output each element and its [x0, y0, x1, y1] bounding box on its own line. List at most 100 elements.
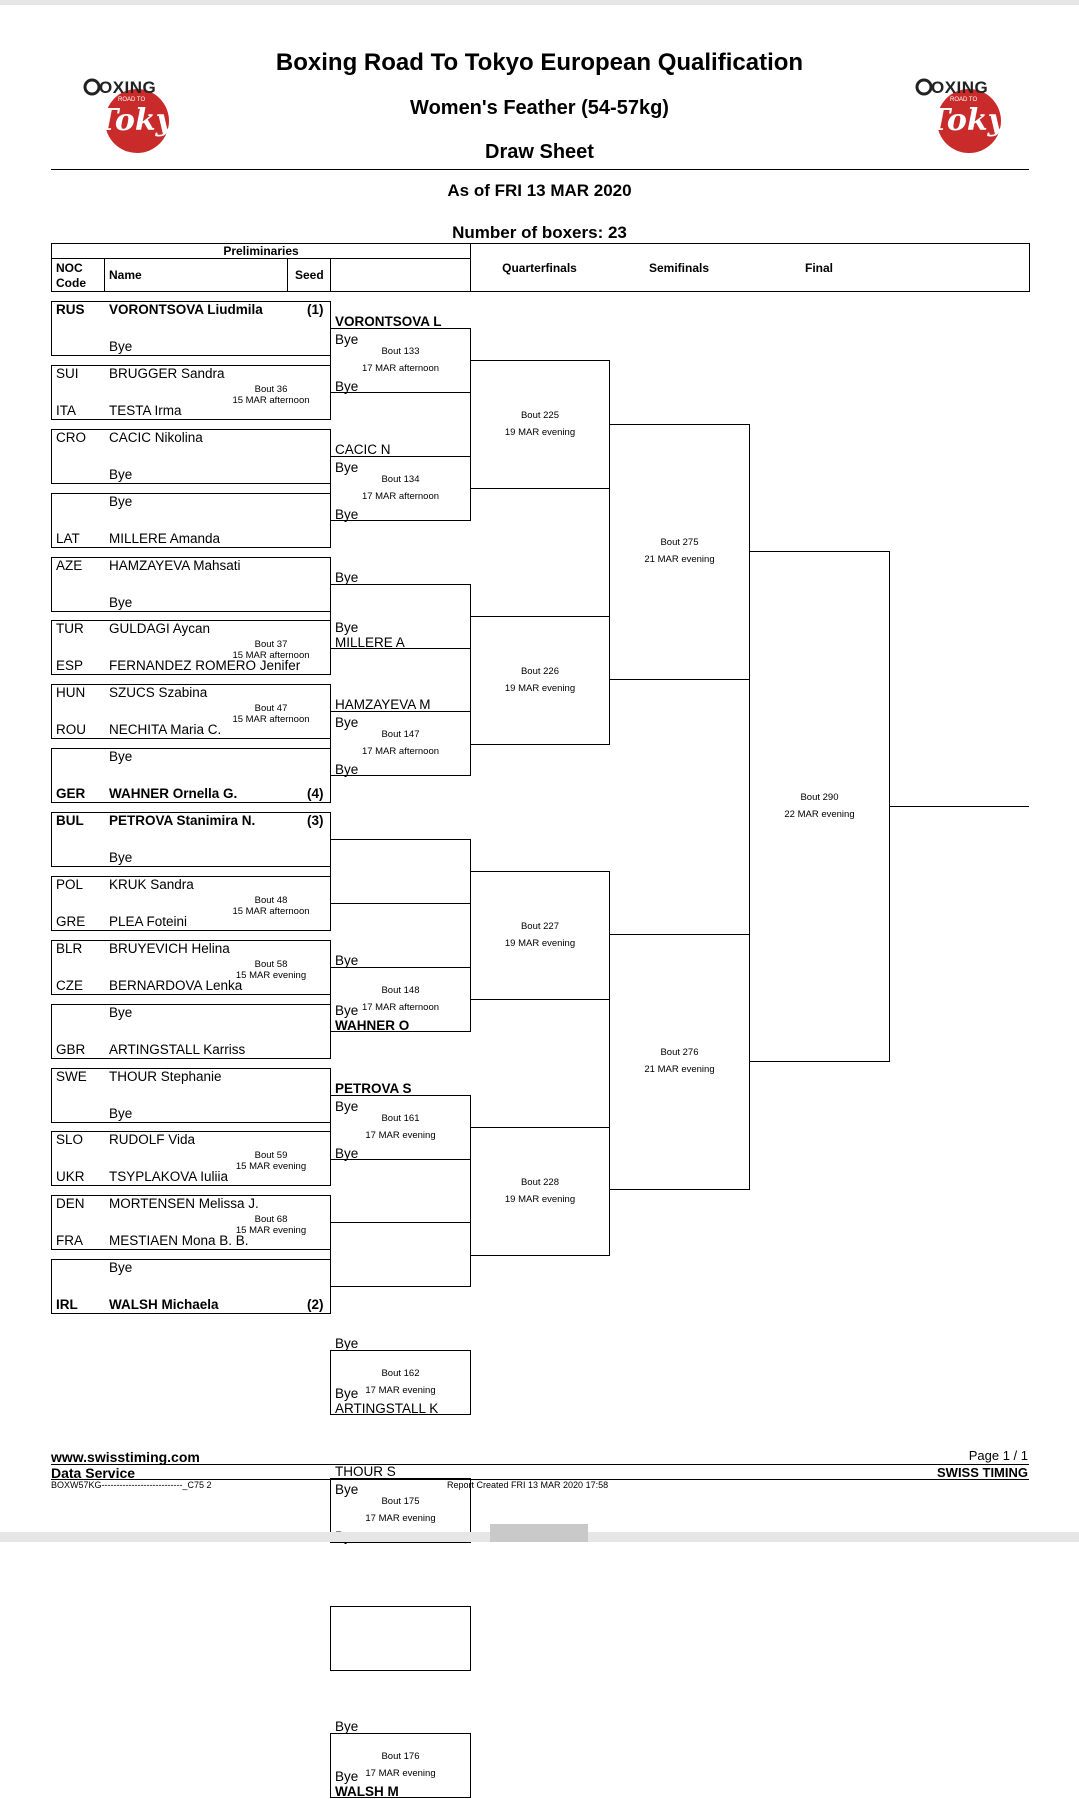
entry-name: RUDOLF Vida — [109, 1132, 196, 1148]
r16-bottom-name: MILLERE A — [335, 634, 405, 650]
entry-seed: (4) — [307, 786, 324, 802]
r16-top-name: Bye — [335, 1336, 359, 1351]
entry-noc: AZE — [56, 557, 83, 573]
entry-noc: CRO — [56, 429, 86, 445]
semifinals-header: Semifinals — [648, 261, 710, 275]
r16-bout-box — [330, 1350, 471, 1415]
qf-bout-time: 19 MAR evening — [504, 427, 576, 438]
sf-bout-time: 21 MAR evening — [644, 1064, 715, 1075]
prelim-pair-box — [51, 428, 331, 484]
entry-name: WALSH Michaela — [109, 1297, 219, 1313]
r16-bottom-name: WAHNER O — [335, 1017, 410, 1033]
entry-name: MORTENSEN Melissa J. — [109, 1196, 259, 1212]
champion-line — [889, 806, 1029, 807]
entry-noc: RUS — [56, 302, 85, 317]
r16-bout-time: 17 MAR evening — [365, 1768, 436, 1780]
final-bout-time: 22 MAR evening — [784, 809, 855, 820]
entry-noc: ESP — [56, 658, 84, 674]
preliminaries-header: Preliminaries — [223, 244, 299, 258]
entry-noc: LAT — [56, 530, 80, 546]
top-strip — [0, 0, 1079, 5]
r16-bout-time: 17 MAR evening — [365, 1512, 436, 1524]
r16-top-name: VORONTSOVA L — [335, 314, 442, 329]
prelim-bout-label: Bout 37 — [254, 639, 288, 651]
logo-city: Tokyo — [928, 103, 1026, 138]
entry-name: MESTIAEN Mona B. B. — [109, 1233, 249, 1249]
final-header: Final — [804, 261, 833, 275]
entry-noc: CZE — [56, 977, 83, 993]
footer-created: Report Created FRI 13 MAR 2020 17:58 — [447, 1480, 609, 1490]
r16-bout-box — [330, 1222, 471, 1288]
prelim-bout-time: 15 MAR afternoon — [232, 650, 310, 662]
qf-bout-time: 19 MAR evening — [504, 938, 576, 949]
qf-bout-box — [470, 615, 610, 745]
entry-name: MILLERE Amanda — [109, 530, 221, 546]
r16-bottom-name: Bye — [335, 1145, 359, 1161]
r16-bout-label: Bout 175 — [381, 1495, 420, 1507]
entry-name: Bye — [109, 1004, 133, 1020]
r16-top-name: Bye — [335, 569, 359, 585]
r16-bottom-name: WALSH M — [335, 1784, 399, 1799]
logo-word: OXING — [99, 78, 157, 97]
entry-name: THOUR Stephanie — [109, 1068, 222, 1084]
r16-top-name: PETROVA S — [335, 1080, 412, 1096]
entry-noc: UKR — [56, 1169, 85, 1185]
qf-bout-box — [470, 1126, 610, 1256]
entry-seed: (1) — [307, 302, 324, 317]
r16-top-name: HAMZAYEVA M — [335, 697, 431, 713]
r16-bottom-name: Bye — [335, 379, 359, 394]
r16-bottom-name: Bye — [335, 506, 359, 522]
r16-bout-time: 17 MAR afternoon — [361, 746, 440, 758]
prelim-bout-label: Bout 47 — [254, 703, 288, 715]
page-nav-control[interactable] — [490, 1524, 588, 1542]
r16-bye: Bye — [335, 332, 359, 347]
column-header — [51, 243, 1030, 292]
event-title: Women's Feather (54-57kg) — [410, 97, 669, 119]
qf-bout-label: Bout 225 — [520, 410, 560, 421]
r16-bout-box — [330, 1605, 471, 1671]
entry-name: CACIC Nikolina — [109, 429, 203, 445]
entry-name: SZUCS Szabina — [109, 685, 208, 701]
qf-bout-time: 19 MAR evening — [504, 682, 576, 694]
entry-noc: IRL — [56, 1297, 78, 1313]
entry-name: PETROVA Stanimira N. — [109, 813, 256, 828]
r16-top-name: CACIC N — [335, 441, 391, 457]
r16-bout-label: Bout 134 — [381, 473, 420, 485]
entry-name: Bye — [109, 850, 133, 865]
entry-noc: HUN — [56, 685, 86, 701]
entry-name: PLEA Foteini — [109, 913, 188, 929]
entry-name: Bye — [109, 749, 133, 765]
logo-sub: ROAD TO — [950, 97, 978, 103]
prelim-bout-label: Bout 36 — [254, 383, 288, 395]
entry-noc: SLO — [56, 1132, 84, 1148]
prelim-pair-box — [51, 812, 331, 867]
footer-page: Page 1 / 1 — [968, 1448, 1028, 1463]
entry-seed: (3) — [307, 813, 324, 828]
r16-bye: Bye — [335, 459, 359, 475]
header-rule — [51, 169, 1029, 170]
prelim-bout-time: 15 MAR afternoon — [232, 905, 310, 917]
logo-city: Tokyo — [96, 103, 194, 138]
entry-name: Bye — [109, 594, 133, 610]
prelim-bout-time: 15 MAR evening — [235, 1225, 307, 1237]
entry-name: TSYPLAKOVA Iuliia — [109, 1169, 229, 1185]
prelim-bout-time: 15 MAR afternoon — [232, 714, 310, 726]
entry-noc: ITA — [56, 402, 76, 418]
logo-graphic — [83, 78, 169, 153]
r16-bout-label: Bout 133 — [381, 346, 420, 357]
entry-noc: ROU — [56, 722, 86, 738]
r16-bout-time: 17 MAR afternoon — [361, 490, 440, 502]
r16-bye: Bye — [335, 1002, 359, 1018]
r16-bout-time: 17 MAR afternoon — [361, 1001, 440, 1013]
r16-bye: Bye — [335, 715, 359, 731]
r16-bout-label: Bout 176 — [381, 1751, 420, 1763]
name-header: Name — [109, 268, 142, 282]
entry-name: Bye — [109, 339, 133, 354]
code-header: Code — [56, 276, 86, 290]
entry-name: BRUGGER Sandra — [109, 365, 225, 381]
sf-bout-label: Bout 275 — [660, 537, 699, 548]
qf-bout-time: 19 MAR evening — [504, 1193, 576, 1205]
footer-rule — [51, 1464, 1029, 1465]
footer-code: BOXW57KG---------------------------_C75 … — [51, 1480, 212, 1490]
column-header-divider — [104, 258, 105, 292]
